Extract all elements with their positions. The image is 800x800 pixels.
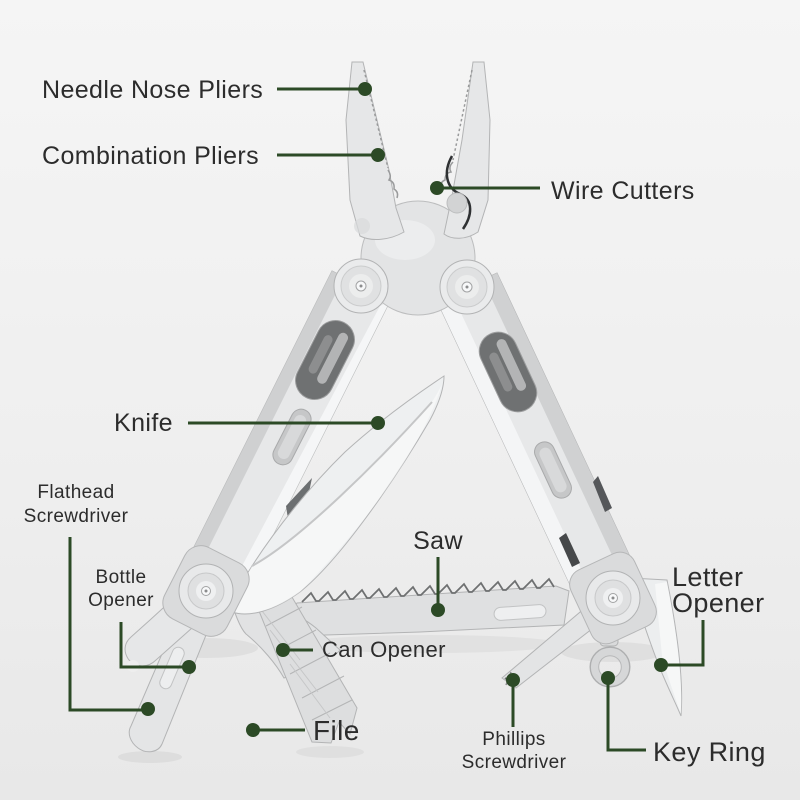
saw-blade bbox=[288, 577, 570, 637]
dot-knife bbox=[371, 416, 385, 430]
dot-can-opener bbox=[276, 643, 290, 657]
dot-combination-pliers bbox=[371, 148, 385, 162]
right-pivot bbox=[569, 551, 657, 645]
label-letter-opener: Letter Opener bbox=[672, 562, 765, 618]
right-jaw-serration bbox=[452, 69, 473, 161]
left-handle bbox=[178, 270, 391, 608]
label-combination-pliers: Combination Pliers bbox=[42, 142, 260, 170]
saw-teeth bbox=[301, 577, 555, 603]
leader-lines bbox=[68, 82, 705, 752]
dot-key-ring bbox=[601, 671, 615, 685]
label-phillips-screwdriver: Phillips Screwdriver bbox=[461, 729, 567, 773]
label-needle-nose-pliers: Needle Nose Pliers bbox=[42, 76, 264, 104]
right-handle-upper-slot bbox=[478, 331, 538, 413]
top-pivot-screws bbox=[333, 258, 495, 315]
dot-wire-cutters bbox=[430, 181, 444, 195]
leader-letter-opener bbox=[664, 620, 705, 667]
right-handle bbox=[436, 272, 641, 610]
label-file: File bbox=[313, 715, 360, 746]
right-jaw bbox=[443, 61, 491, 239]
label-wire-cutters: Wire Cutters bbox=[551, 177, 695, 205]
dot-flathead-screwdriver bbox=[141, 702, 155, 716]
label-flathead-screwdriver: Flathead Screwdriver bbox=[23, 482, 129, 527]
label-saw: Saw bbox=[413, 527, 463, 555]
left-handle-upper-slot bbox=[295, 320, 355, 400]
dot-file bbox=[246, 723, 260, 737]
label-knife: Knife bbox=[114, 409, 173, 437]
label-bottle-opener: Bottle Opener bbox=[88, 567, 154, 611]
right-handle-lower-slot bbox=[534, 441, 572, 499]
dot-letter-opener bbox=[654, 658, 668, 672]
leader-bottle-opener bbox=[119, 622, 186, 669]
leader-flathead-screwdriver bbox=[68, 537, 146, 712]
dot-saw bbox=[431, 603, 445, 617]
dot-bottle-opener bbox=[182, 660, 196, 674]
dot-needle-nose-pliers bbox=[358, 82, 372, 96]
leader-key-ring bbox=[606, 681, 646, 752]
dot-phillips-screwdriver bbox=[506, 673, 520, 687]
left-pivot bbox=[162, 545, 250, 637]
label-can-opener: Can Opener bbox=[322, 637, 446, 662]
knife-blade bbox=[231, 375, 445, 615]
label-key-ring: Key Ring bbox=[653, 737, 766, 767]
